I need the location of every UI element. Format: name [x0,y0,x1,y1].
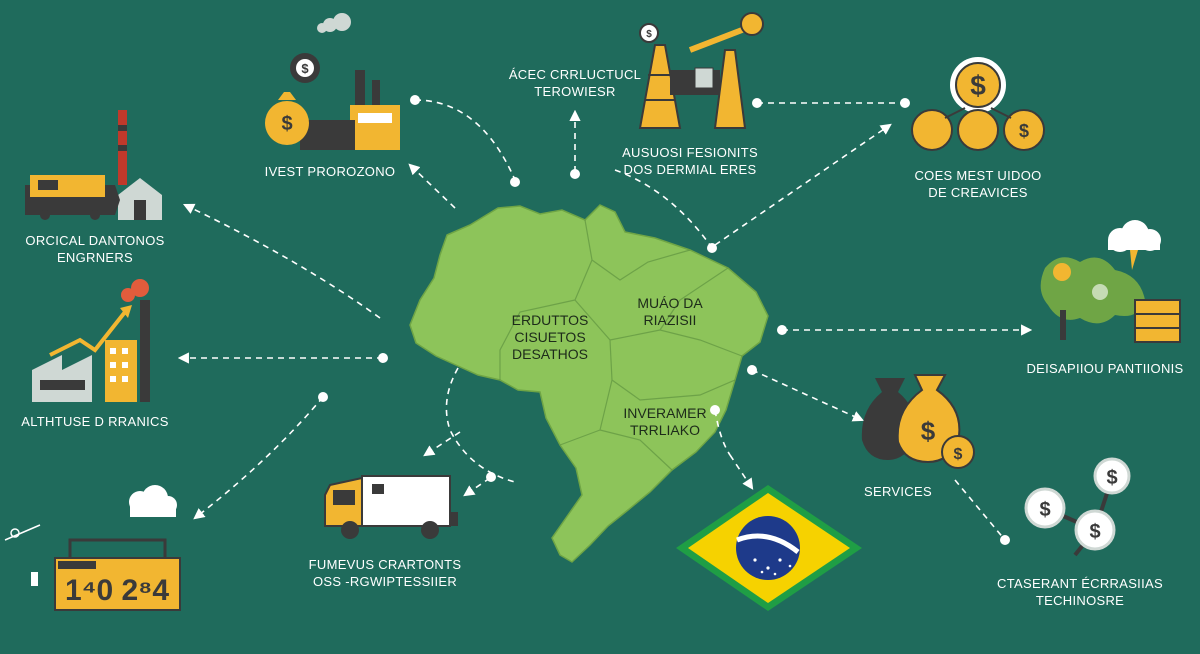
tree-cloud-icon [1040,220,1181,343]
label-industry: ALTHTUSE D RRANICS [21,414,169,429]
map-region-lines [499,219,743,471]
network-coins-icon: $ $ $ [1024,457,1131,557]
svg-text:$: $ [281,113,292,135]
label-fusions: AUSUOSI FESIONITS DOS DERMIAL ERES [622,145,758,177]
svg-text:$: $ [1106,467,1117,489]
map-label-northeast: MUÁO DA RIAZISII [637,295,703,328]
map-label-west: ERDUTTOS CISUETOS DESATHOS [511,312,589,362]
connector-fusions [614,169,711,246]
money-bags-icon: $ $ [861,374,975,469]
label-tech: CTASERANT ÉCRRASIIAS TECHINOSRE [997,576,1163,608]
industry-chart-icon [32,279,150,402]
label-agro: DEISAPIIOU PANTIIONIS [1026,361,1184,376]
connector-mining [182,203,381,319]
map-label-south: INVERAMER TRRLIAKO [623,405,707,438]
svg-text:$: $ [646,29,652,40]
year-sign-text: 1⁴0 2⁸4 [65,574,169,607]
money-bag-factory-icon: $ $ [265,13,400,150]
svg-text:$: $ [1039,499,1050,521]
connector-flag [729,454,754,490]
connector-invest [414,99,516,181]
connector-transport-2 [423,431,461,457]
connector-dots [318,95,1010,545]
truck-icon [324,475,458,539]
svg-text:$: $ [970,70,986,101]
mining-factory-icon [25,110,162,220]
connector-year [193,396,324,520]
connector-services [751,369,865,422]
label-transport: FUMEVUS CRARTONTS OSS -RGWIPTESSIIER [308,557,462,589]
label-mining: ORCICAL DANTONOS ENGRNERS [25,233,165,265]
oil-pump-icon: $ [638,12,764,129]
connector-coins [714,123,892,246]
label-oil: ÁCEC CRRLUCTUCL TEROWIESR [508,67,642,99]
label-invest: IVEST PROROZONO [264,164,396,179]
brazil-map [409,204,769,563]
svg-text:$: $ [1019,121,1029,141]
connector-transport [463,477,491,497]
connector-invest-up [408,163,456,209]
connector-tech [954,479,1006,541]
coins-icon: $ $ [911,57,1045,151]
label-services: SERVICES [864,484,932,499]
svg-text:$: $ [921,416,936,446]
svg-text:$: $ [301,61,309,76]
calendar-year-icon: 1⁴0 2⁸4 [4,485,181,611]
label-coins: COES MEST UIDOO DE CREAVICES [914,168,1042,200]
svg-text:$: $ [954,446,963,463]
connector-map-south [445,367,516,483]
brazil-flag [676,485,862,611]
svg-text:$: $ [1089,521,1100,543]
